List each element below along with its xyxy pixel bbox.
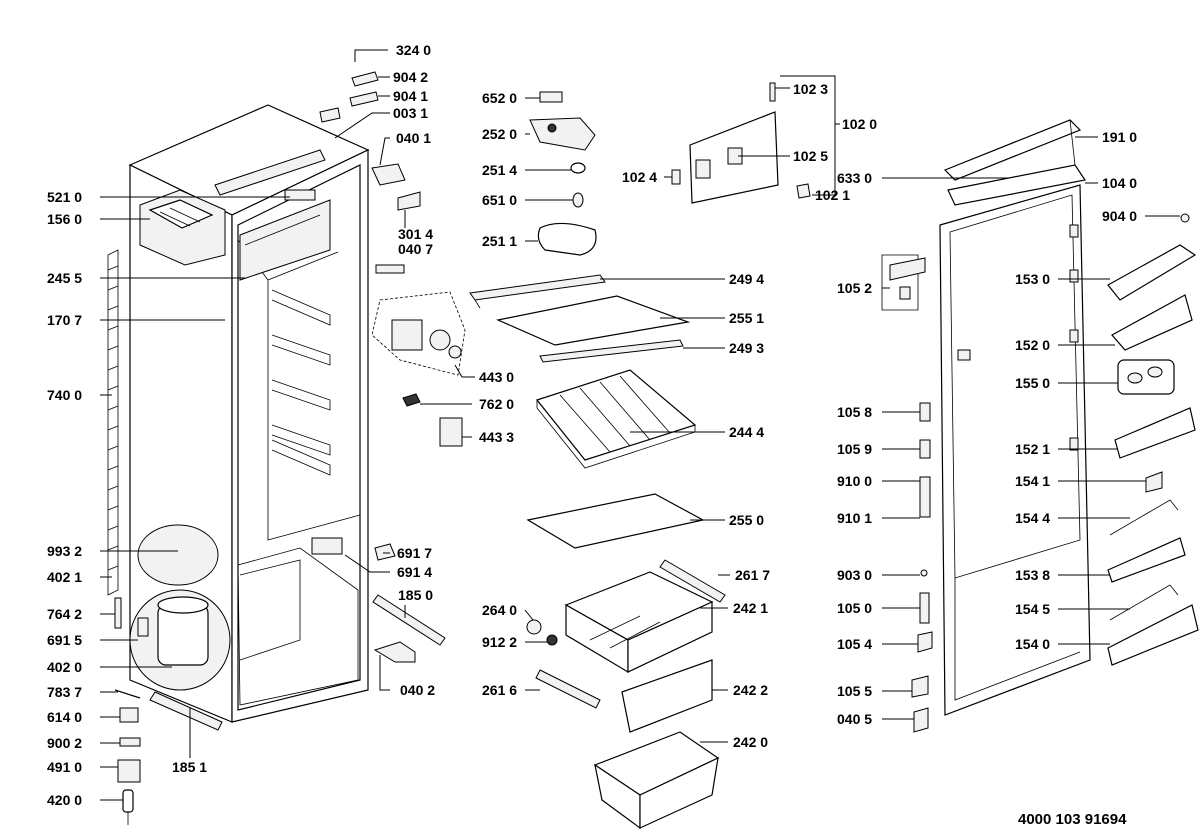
- interior-accessories: [469, 91, 726, 830]
- label-900-2: 900 2: [47, 735, 82, 751]
- label-251-1: 251 1: [482, 233, 517, 249]
- label-154-0: 154 0: [1015, 636, 1050, 652]
- crisper-drawer: [564, 571, 714, 674]
- label-153-8: 153 8: [1015, 567, 1050, 583]
- label-301-4: 301 4: [398, 226, 433, 242]
- evaporator-coil: [107, 265, 119, 571]
- refrigerator-door: [881, 119, 1199, 733]
- label-040-7: 040 7: [398, 241, 433, 257]
- label-040-1: 040 1: [396, 130, 431, 146]
- label-762-0: 762 0: [479, 396, 514, 412]
- door-bins: [1107, 244, 1199, 666]
- label-264-0: 264 0: [482, 602, 517, 618]
- ice-tray: [139, 189, 226, 266]
- label-402-1: 402 1: [47, 569, 82, 585]
- label-249-3: 249 3: [729, 340, 764, 356]
- label-521-0: 521 0: [47, 189, 82, 205]
- label-783-7: 783 7: [47, 684, 82, 700]
- label-185-0: 185 0: [398, 587, 433, 603]
- label-244-4: 244 4: [729, 424, 764, 440]
- label-252-0: 252 0: [482, 126, 517, 142]
- label-191-0: 191 0: [1102, 129, 1137, 145]
- label-152-0: 152 0: [1015, 337, 1050, 353]
- freezer-door-parts: [671, 82, 811, 204]
- label-261-7: 261 7: [735, 567, 770, 583]
- label-102-0: 102 0: [842, 116, 877, 132]
- label-691-7: 691 7: [397, 545, 432, 561]
- label-764-2: 764 2: [47, 606, 82, 622]
- label-910-1: 910 1: [837, 510, 872, 526]
- refrigerator-cabinet: [107, 71, 466, 825]
- label-249-4: 249 4: [729, 271, 764, 287]
- label-904-0: 904 0: [1102, 208, 1137, 224]
- label-105-2: 105 2: [837, 280, 872, 296]
- shelf-rails: [271, 289, 331, 476]
- label-105-5: 105 5: [837, 683, 872, 699]
- label-040-2: 040 2: [400, 682, 435, 698]
- label-402-0: 402 0: [47, 659, 82, 675]
- label-614-0: 614 0: [47, 709, 82, 725]
- label-156-0: 156 0: [47, 211, 82, 227]
- thermostat-assembly: [371, 291, 466, 376]
- lower-drawer: [593, 731, 720, 830]
- label-153-0: 153 0: [1015, 271, 1050, 287]
- label-152-1: 152 1: [1015, 441, 1050, 457]
- label-904-2: 904 2: [393, 69, 428, 85]
- label-242-0: 242 0: [733, 734, 768, 750]
- label-255-1: 255 1: [729, 310, 764, 326]
- label-170-7: 170 7: [47, 312, 82, 328]
- label-912-2: 912 2: [482, 634, 517, 650]
- label-904-1: 904 1: [393, 88, 428, 104]
- label-102-5: 102 5: [793, 148, 828, 164]
- label-105-4: 105 4: [837, 636, 872, 652]
- label-102-3: 102 3: [793, 81, 828, 97]
- label-910-0: 910 0: [837, 473, 872, 489]
- label-154-1: 154 1: [1015, 473, 1050, 489]
- label-324-0: 324 0: [396, 42, 431, 58]
- label-691-5: 691 5: [47, 632, 82, 648]
- label-903-0: 903 0: [837, 567, 872, 583]
- label-155-0: 155 0: [1015, 375, 1050, 391]
- label-261-6: 261 6: [482, 682, 517, 698]
- label-102-4: 102 4: [622, 169, 657, 185]
- label-154-4: 154 4: [1015, 510, 1050, 526]
- label-993-2: 993 2: [47, 543, 82, 559]
- label-105-0: 105 0: [837, 600, 872, 616]
- leader-lines: [100, 49, 1180, 801]
- label-420-0: 420 0: [47, 792, 82, 808]
- label-040-5: 040 5: [837, 711, 872, 727]
- label-105-9: 105 9: [837, 441, 872, 457]
- label-104-0: 104 0: [1102, 175, 1137, 191]
- label-154-5: 154 5: [1015, 601, 1050, 617]
- document-number: 4000 103 91694: [1018, 811, 1127, 828]
- label-245-5: 245 5: [47, 270, 82, 286]
- label-652-0: 652 0: [482, 90, 517, 106]
- label-633-0: 633 0: [837, 170, 872, 186]
- label-740-0: 740 0: [47, 387, 82, 403]
- label-491-0: 491 0: [47, 759, 82, 775]
- label-003-1: 003 1: [393, 105, 428, 121]
- label-185-1: 185 1: [172, 759, 207, 775]
- label-251-4: 251 4: [482, 162, 517, 178]
- fruit-shelf: [535, 369, 697, 469]
- label-242-2: 242 2: [733, 682, 768, 698]
- label-651-0: 651 0: [482, 192, 517, 208]
- label-255-0: 255 0: [729, 512, 764, 528]
- label-691-4: 691 4: [397, 564, 432, 580]
- label-242-1: 242 1: [733, 600, 768, 616]
- label-443-3: 443 3: [479, 429, 514, 445]
- label-105-8: 105 8: [837, 404, 872, 420]
- label-443-0: 443 0: [479, 369, 514, 385]
- label-102-1: 102 1: [815, 187, 850, 203]
- part-labels: 324 0 904 2 904 1 003 1 040 1 521 0 156 …: [47, 42, 1137, 808]
